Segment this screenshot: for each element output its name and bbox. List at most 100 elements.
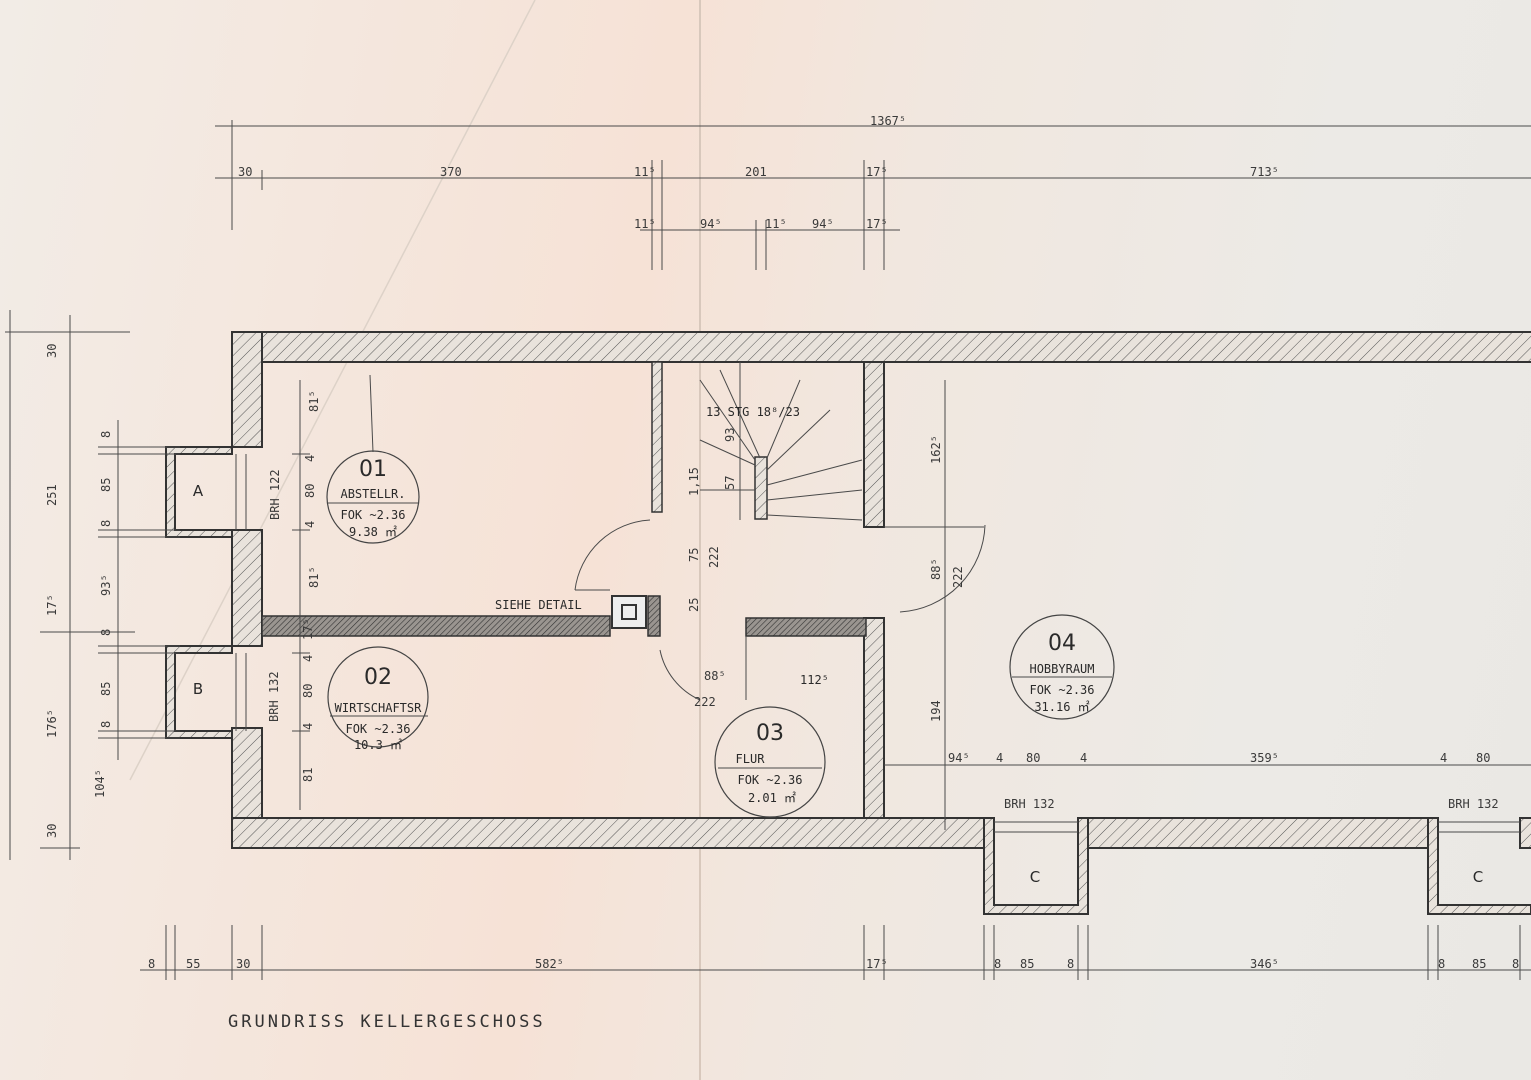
window-label-a: A: [193, 482, 204, 500]
stair-label: 13 STG 18⁸/23: [706, 405, 800, 419]
svg-text:194: 194: [929, 700, 943, 722]
inner-dimensions: 81⁵ 4 80 4 81⁵ 17⁵ 4 80 4 81 93 57 1,15 …: [301, 390, 1490, 782]
light-well-a: [165, 446, 233, 538]
svg-text:346⁵: 346⁵: [1250, 957, 1279, 971]
dim-label: 8: [99, 520, 113, 527]
room-name: HOBBYRAUM: [1029, 662, 1094, 676]
svg-text:8: 8: [1067, 957, 1074, 971]
svg-text:55: 55: [186, 957, 200, 971]
dim-label: 11⁵: [765, 217, 787, 231]
light-well-b: [165, 645, 233, 739]
svg-text:4: 4: [996, 751, 1003, 765]
svg-text:8: 8: [148, 957, 155, 971]
staircase: [699, 362, 863, 521]
stair-newel: [754, 456, 768, 520]
svg-text:222: 222: [694, 695, 716, 709]
svg-text:4: 4: [1080, 751, 1087, 765]
dim-label: 85: [99, 478, 113, 492]
svg-text:359⁵: 359⁵: [1250, 751, 1279, 765]
dim-label: 176⁵: [45, 709, 59, 738]
dim-label: 11⁵: [634, 165, 656, 179]
room-fok: FOK ~2.36: [340, 508, 405, 522]
door-swings: [574, 519, 986, 701]
svg-text:85: 85: [1472, 957, 1486, 971]
south-wall-right: [1519, 817, 1531, 849]
svg-text:80: 80: [1476, 751, 1490, 765]
dim-label: 17⁵: [45, 594, 59, 616]
south-wall-middle: [1077, 817, 1439, 849]
svg-text:57: 57: [723, 476, 737, 490]
dim-label: 8: [99, 721, 113, 728]
svg-text:80: 80: [303, 484, 317, 498]
dim-label: 17⁵: [866, 217, 888, 231]
room-03: 03 FLUR FOK ~2.36 2.01 ㎡: [714, 706, 826, 818]
svg-text:88⁵: 88⁵: [704, 669, 726, 683]
svg-text:8: 8: [1512, 957, 1519, 971]
dim-label: 17⁵: [866, 165, 888, 179]
dim-label: 94⁵: [812, 217, 834, 231]
svg-text:222: 222: [707, 546, 721, 568]
svg-text:112⁵: 112⁵: [800, 673, 829, 687]
svg-text:75: 75: [687, 548, 701, 562]
svg-text:94⁵: 94⁵: [948, 751, 970, 765]
detail-box: [611, 595, 647, 629]
dim-label: 85: [99, 682, 113, 696]
room-name: WIRTSCHAFTSR: [335, 701, 422, 715]
west-wall-top: [231, 331, 263, 448]
room-fok: FOK ~2.36: [737, 773, 802, 787]
flur-wall-top: [745, 617, 867, 637]
dim-label: 251: [45, 484, 59, 506]
svg-text:222: 222: [951, 566, 965, 588]
stair-wall-left: [651, 361, 663, 513]
svg-text:4: 4: [303, 455, 317, 462]
light-well-c2: [1427, 817, 1531, 915]
room-area: 31.16 ㎡: [1034, 700, 1089, 714]
room-name: FLUR: [736, 752, 766, 766]
svg-text:8: 8: [1438, 957, 1445, 971]
room-number: 02: [364, 665, 392, 690]
walls: [165, 331, 1531, 915]
left-dimensions: 30 251 17⁵ 176⁵ 30 8 85 8 93⁵ 8 85 8 104…: [45, 344, 113, 838]
svg-text:81⁵: 81⁵: [307, 390, 321, 412]
svg-text:93: 93: [723, 428, 737, 442]
dim-label: 104⁵: [93, 769, 107, 798]
svg-text:85: 85: [1020, 957, 1034, 971]
dim-label: 1367⁵: [870, 114, 906, 128]
room-name: ABSTELLR.: [340, 487, 405, 501]
top-dimensions: 1367⁵ 30 370 11⁵ 201 17⁵ 713⁵ 11⁵ 94⁵ 11…: [238, 114, 1279, 231]
svg-text:162⁵: 162⁵: [929, 435, 943, 464]
svg-text:4: 4: [1440, 751, 1447, 765]
svg-text:80: 80: [301, 684, 315, 698]
svg-text:88⁵: 88⁵: [929, 558, 943, 580]
west-wall-middle: [231, 529, 263, 647]
room-number: 03: [756, 721, 784, 746]
dim-label: 370: [440, 165, 462, 179]
detail-label: SIEHE DETAIL: [495, 598, 582, 612]
dim-label: 94⁵: [700, 217, 722, 231]
dim-label: 30: [45, 824, 59, 838]
dim-label: 713⁵: [1250, 165, 1279, 179]
flur-wall-right: [863, 617, 885, 819]
window-label-c1: C: [1030, 868, 1040, 886]
room-number: 04: [1048, 631, 1076, 656]
svg-text:4: 4: [303, 521, 317, 528]
brh-label: BRH 132: [267, 671, 281, 722]
svg-text:81: 81: [301, 768, 315, 782]
partition-stub: [647, 595, 661, 637]
svg-text:8: 8: [994, 957, 1001, 971]
dim-label: 30: [238, 165, 252, 179]
svg-text:17⁵: 17⁵: [866, 957, 888, 971]
svg-text:17⁵: 17⁵: [301, 618, 315, 640]
room-02: 02 WIRTSCHAFTSR FOK ~2.36 10.3 ㎡: [327, 646, 429, 752]
room-area: 10.3 ㎡: [354, 738, 402, 752]
brh-label: BRH 132: [1448, 797, 1499, 811]
room-fok: FOK ~2.36: [1029, 683, 1094, 697]
dim-label: 8: [99, 431, 113, 438]
dim-label: 93⁵: [99, 574, 113, 596]
dim-label: 11⁵: [634, 217, 656, 231]
dimension-lines: [5, 120, 1531, 980]
svg-text:582⁵: 582⁵: [535, 957, 564, 971]
fold-line: [129, 0, 536, 781]
